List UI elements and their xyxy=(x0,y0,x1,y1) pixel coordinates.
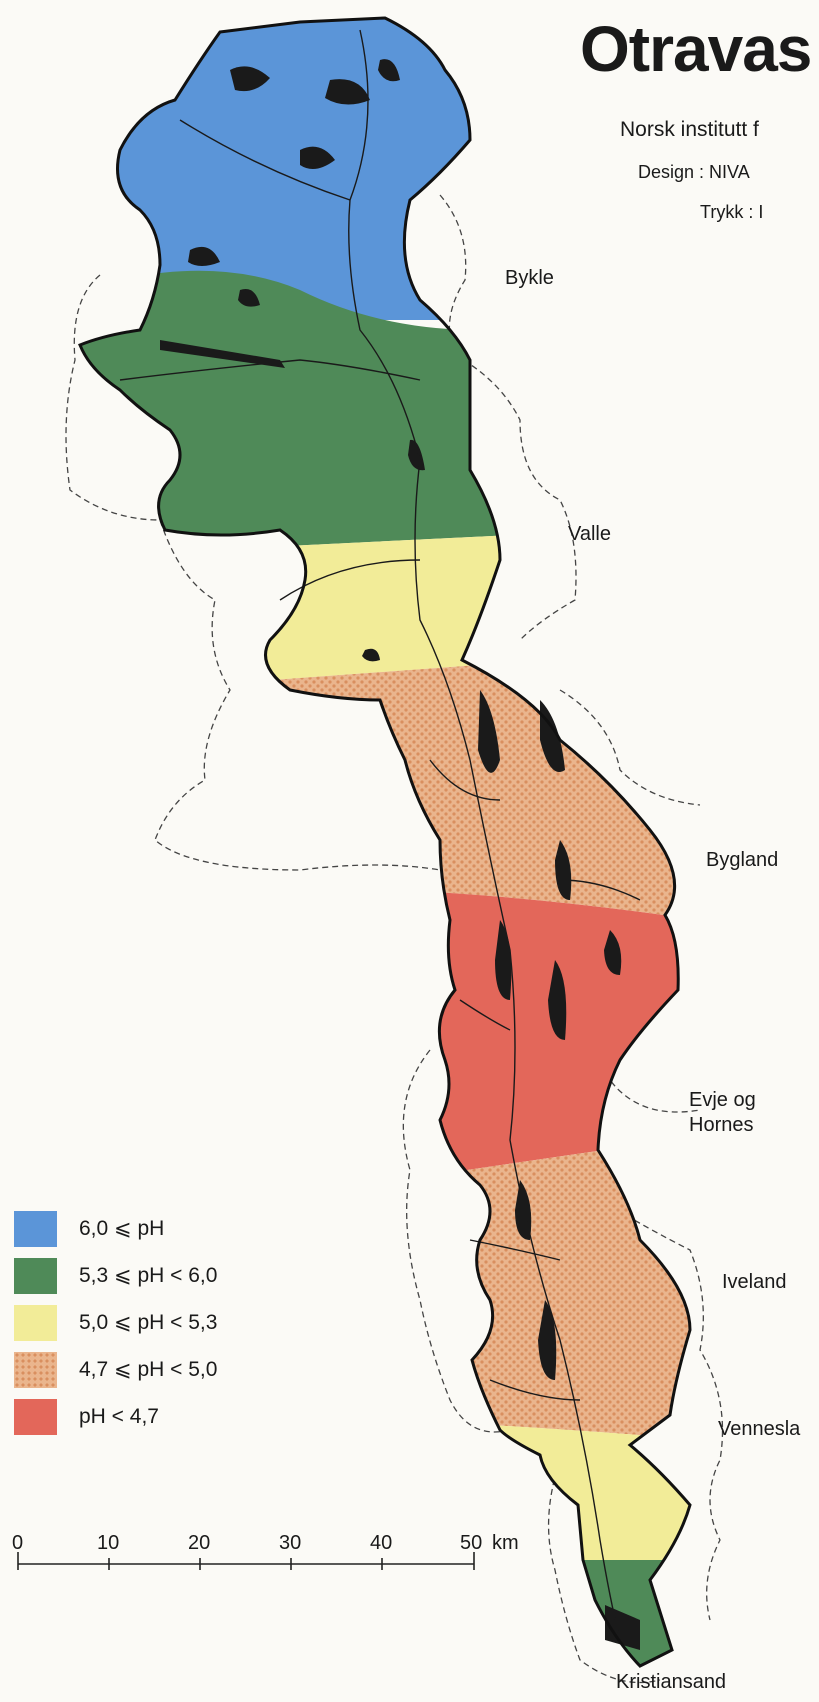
legend-swatch xyxy=(14,1351,57,1388)
legend-label: 6,0 ⩽ pH xyxy=(79,1217,165,1240)
legend-item: 6,0 ⩽ pH xyxy=(14,1205,217,1252)
catchment-boundary xyxy=(78,16,692,1668)
legend-swatch xyxy=(14,1304,57,1341)
scale-bar xyxy=(17,1552,475,1570)
place-label-evje-line2: Hornes xyxy=(689,1114,754,1136)
legend-item: pH < 4,7 xyxy=(14,1393,217,1440)
scale-unit-label: km xyxy=(492,1532,519,1554)
scale-tick-label: 40 xyxy=(370,1532,393,1554)
legend-swatch xyxy=(14,1257,57,1294)
legend-swatch xyxy=(14,1398,57,1435)
map-title: Otravas xyxy=(580,13,812,85)
scale-tick-label: 30 xyxy=(279,1532,302,1554)
place-label-valle: Valle xyxy=(568,523,611,545)
place-label-vennesla: Vennesla xyxy=(718,1418,801,1440)
credit-design: Design : NIVA xyxy=(638,162,750,182)
scale-tick-label: 50 xyxy=(460,1532,483,1554)
legend-item: 5,0 ⩽ pH < 5,3 xyxy=(14,1299,217,1346)
legend-label: 5,0 ⩽ pH < 5,3 xyxy=(79,1311,218,1334)
legend-label: 5,3 ⩽ pH < 6,0 xyxy=(79,1264,218,1287)
place-label-bygland: Bygland xyxy=(706,849,779,871)
legend-item: 4,7 ⩽ pH < 5,0 xyxy=(14,1346,217,1393)
place-label-evje-line1: Evje og xyxy=(689,1089,756,1111)
legend-swatch xyxy=(14,1210,57,1247)
legend-label: pH < 4,7 xyxy=(79,1404,159,1428)
legend-item: 5,3 ⩽ pH < 6,0 xyxy=(14,1252,217,1299)
place-label-kristiansand: Kristiansand xyxy=(616,1671,727,1693)
credit-institute: Norsk institutt f xyxy=(620,118,759,141)
scale-tick-label: 0 xyxy=(12,1532,24,1554)
scale-tick-label: 20 xyxy=(188,1532,211,1554)
scale-tick-label: 10 xyxy=(97,1532,120,1554)
place-label-bykle: Bykle xyxy=(505,267,554,289)
ph-legend: 6,0 ⩽ pH 5,3 ⩽ pH < 6,0 5,0 ⩽ pH < 5,3 4… xyxy=(14,1205,217,1440)
place-label-evje: Evje og Hornes xyxy=(689,1088,756,1138)
legend-label: 4,7 ⩽ pH < 5,0 xyxy=(79,1358,218,1381)
credit-print: Trykk : I xyxy=(700,202,764,222)
place-label-iveland: Iveland xyxy=(722,1271,787,1293)
